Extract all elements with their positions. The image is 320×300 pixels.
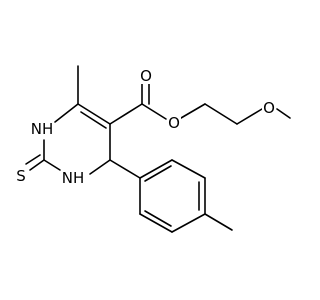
bond-ch2-methoxy-o <box>236 108 263 125</box>
atom-labels: O O O NH NH S <box>14 67 276 187</box>
bond-c2-n3 <box>43 159 61 171</box>
ring-nh-bottom-label: NH <box>62 169 85 187</box>
bond-c4-aryl <box>109 159 141 179</box>
bond-c5-carbonyl <box>109 103 143 125</box>
bond-c6-c5-double <box>80 111 107 129</box>
bond-aryl-methyl <box>204 213 233 231</box>
atom-thione-sulfur: S <box>14 167 28 185</box>
bond-aryl-1-2 <box>139 159 173 179</box>
thione-sulfur-label: S <box>16 167 26 185</box>
bond-ether-o-ch2 <box>180 103 206 119</box>
bond-methoxy-o-ch3 <box>276 108 291 119</box>
bond-aryl-5-6-inner <box>144 210 172 227</box>
molecule-structure-diagram: O O O NH NH S <box>14 65 291 233</box>
methoxy-oxygen-label: O <box>263 99 275 117</box>
bond-aryl-5-6 <box>139 213 173 233</box>
ester-ether-oxygen-label: O <box>168 114 180 132</box>
bond-n3-c4 <box>89 159 111 175</box>
bond-c6-c5 <box>77 103 111 125</box>
bond-aryl-4-5 <box>171 213 206 233</box>
bond-c2-s-double <box>25 154 41 165</box>
bonds <box>25 65 291 233</box>
ring-nh-top-label: NH <box>31 120 54 138</box>
ester-carbonyl-oxygen-label: O <box>140 67 152 85</box>
atom-ester-carbonyl-oxygen: O <box>139 67 153 85</box>
bond-c2-s <box>29 159 45 171</box>
atom-ring-nh-bottom: NH <box>61 169 85 187</box>
atom-ester-ether-oxygen: O <box>167 114 181 132</box>
bond-aryl-1-2-inner <box>144 165 172 182</box>
bond-ch2-ch2 <box>204 103 238 125</box>
atom-methoxy-oxygen: O <box>262 99 276 117</box>
atom-ring-nh-top: NH <box>30 120 54 138</box>
bond-aryl-2-3 <box>171 159 206 179</box>
bond-c6-n1 <box>54 103 79 123</box>
bond-carbonyl-ether-o <box>141 103 167 120</box>
